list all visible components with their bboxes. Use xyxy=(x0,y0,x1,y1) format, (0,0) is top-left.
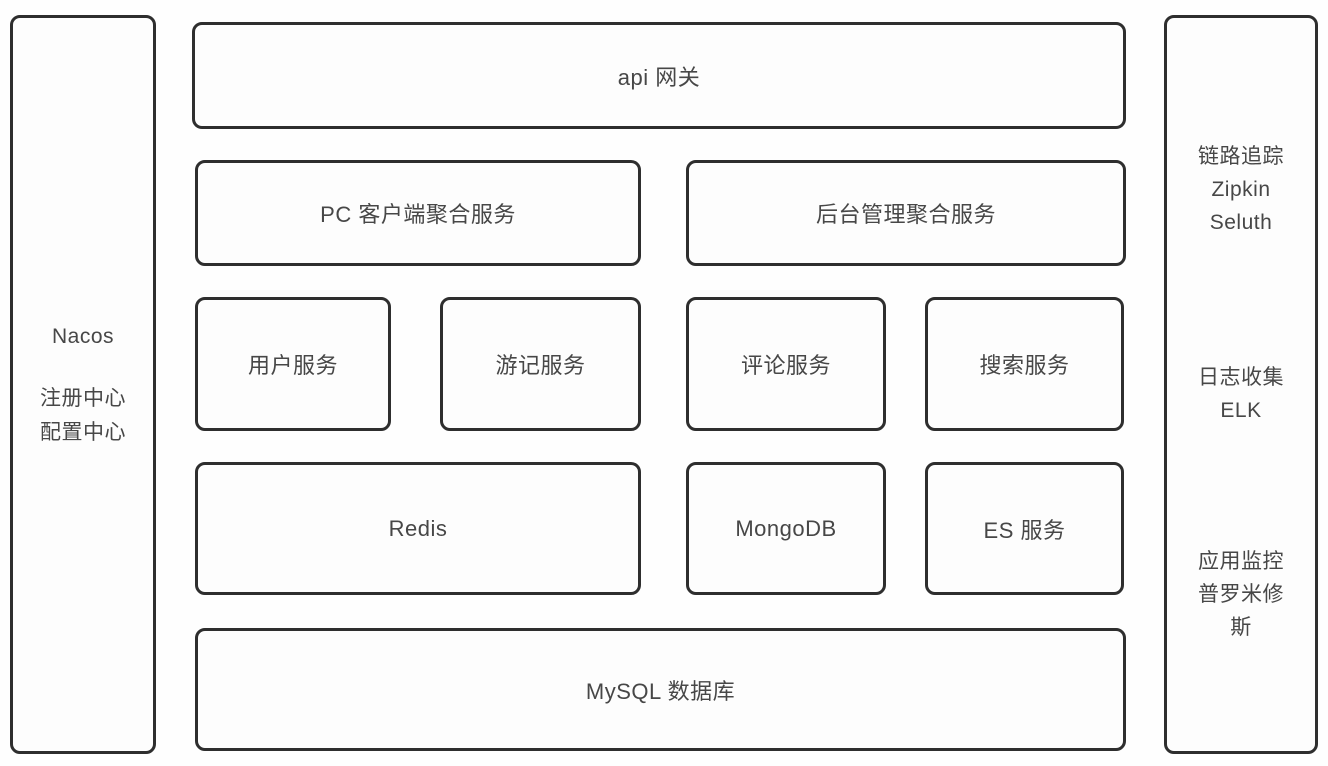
node-travel-notes-service: 游记服务 xyxy=(440,297,641,431)
tracing-group: 链路追踪 Zipkin Seluth xyxy=(1167,140,1315,239)
config-center-label: 配置中心 xyxy=(40,420,126,444)
registry-center-label: 注册中心 xyxy=(40,386,126,410)
logging-group: 日志收集 ELK xyxy=(1167,361,1315,427)
tracing-label: 链路追踪 xyxy=(1198,145,1284,168)
monitoring-group: 应用监控 普罗米修 斯 xyxy=(1167,545,1315,644)
nacos-label: Nacos xyxy=(51,324,115,348)
node-api-gateway: api 网关 xyxy=(192,22,1126,129)
node-es-service: ES 服务 xyxy=(925,462,1124,595)
redis-label: Redis xyxy=(388,515,448,541)
node-user-service: 用户服务 xyxy=(195,297,391,431)
es-service-label: ES 服务 xyxy=(983,517,1066,543)
nacos-panel: Nacos 注册中心 配置中心 xyxy=(10,15,156,754)
travel-notes-service-label: 游记服务 xyxy=(495,353,586,378)
mongodb-label: MongoDB xyxy=(735,515,837,541)
pc-aggregation-label: PC 客户端聚合服务 xyxy=(320,202,516,227)
node-mysql-database: MySQL 数据库 xyxy=(195,628,1126,751)
nacos-panel-text: Nacos 注册中心 配置中心 xyxy=(40,320,126,450)
node-admin-aggregation-service: 后台管理聚合服务 xyxy=(686,160,1126,266)
api-gateway-label: api 网关 xyxy=(617,64,701,90)
zipkin-label: Zipkin xyxy=(1211,178,1271,201)
sleuth-label: Seluth xyxy=(1209,211,1273,234)
node-search-service: 搜索服务 xyxy=(925,297,1124,431)
search-service-label: 搜索服务 xyxy=(979,353,1070,378)
user-service-label: 用户服务 xyxy=(247,353,338,378)
node-pc-aggregation-service: PC 客户端聚合服务 xyxy=(195,160,641,266)
node-redis: Redis xyxy=(195,462,641,595)
node-mongodb: MongoDB xyxy=(686,462,886,595)
mysql-database-label: MySQL 数据库 xyxy=(585,678,736,704)
prometheus-label-line1: 普罗米修 xyxy=(1198,583,1284,606)
elk-label: ELK xyxy=(1220,399,1262,422)
observability-panel: 链路追踪 Zipkin Seluth 日志收集 ELK 应用监控 普罗米修 斯 xyxy=(1164,15,1318,754)
log-collection-label: 日志收集 xyxy=(1198,366,1284,389)
prometheus-label-line2: 斯 xyxy=(1230,616,1252,639)
app-monitoring-label: 应用监控 xyxy=(1198,550,1284,573)
comment-service-label: 评论服务 xyxy=(740,353,831,378)
node-comment-service: 评论服务 xyxy=(686,297,886,431)
admin-aggregation-label: 后台管理聚合服务 xyxy=(815,202,996,227)
